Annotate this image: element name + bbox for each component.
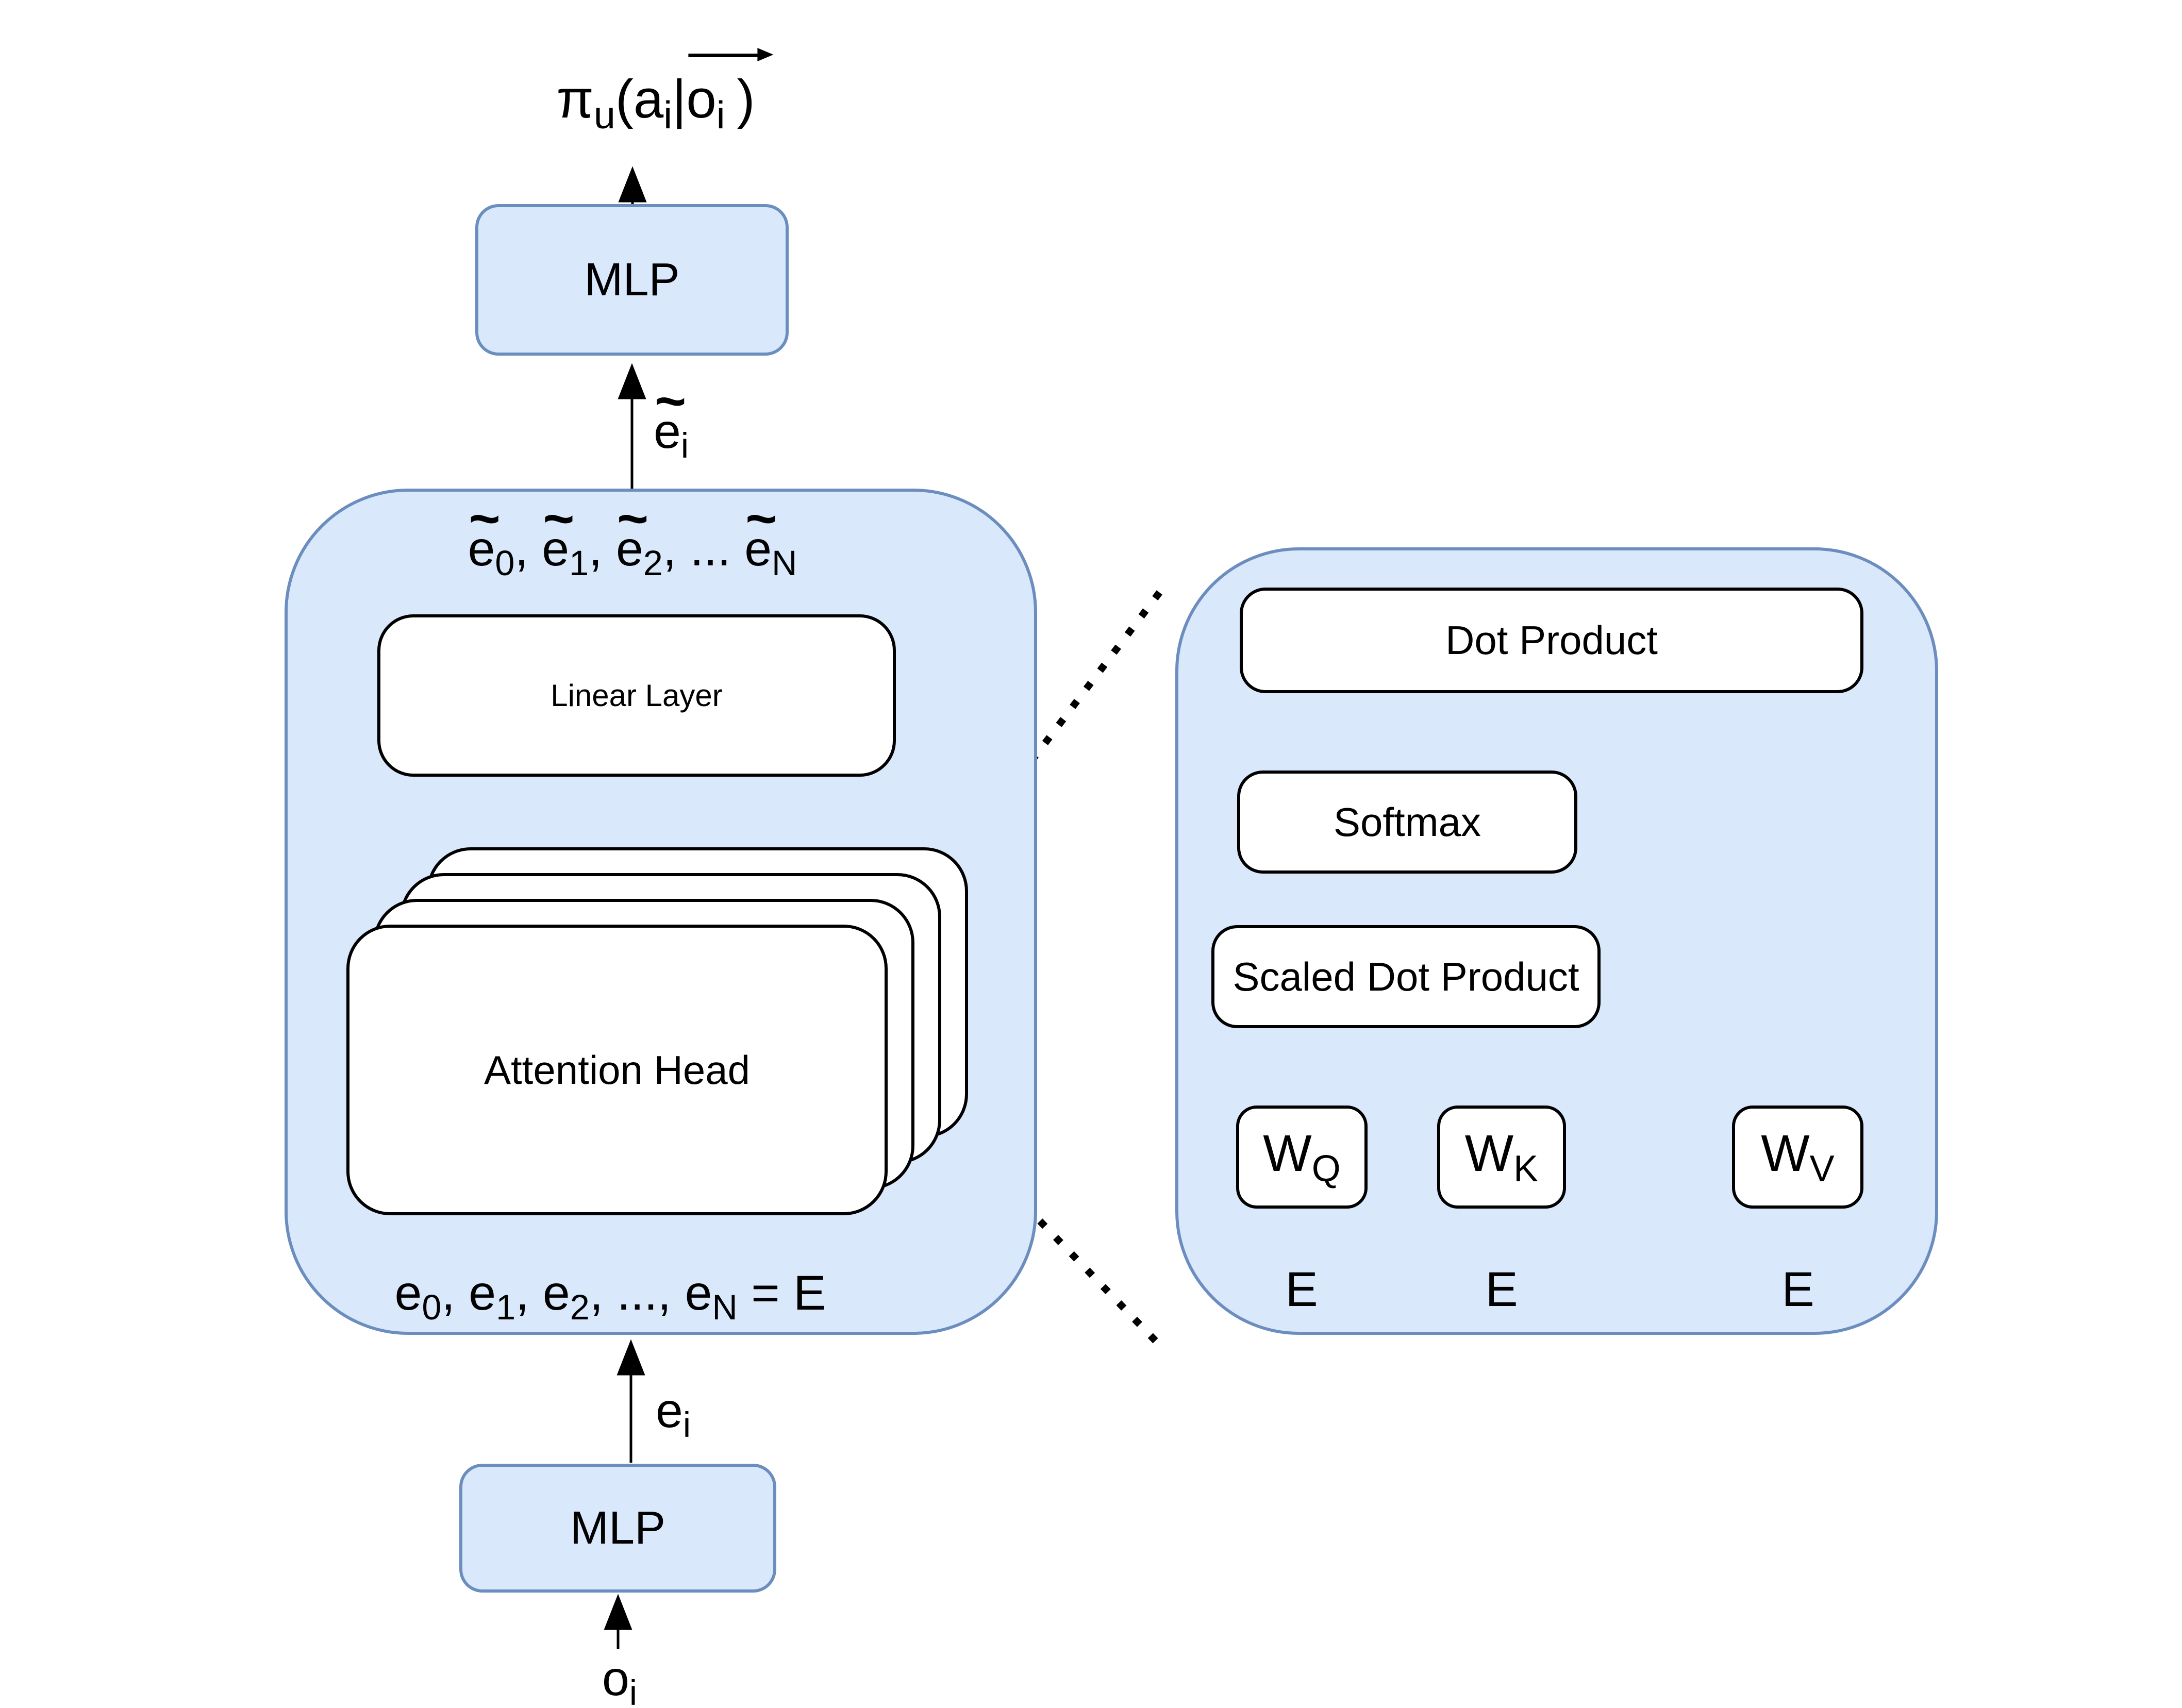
e1-base: e	[469, 1266, 496, 1320]
wq-box: WQ	[1236, 1106, 1368, 1209]
e-list: e0, e1, e2, ..., eN = E	[395, 1269, 826, 1326]
scaled-dot-product-label: Scaled Dot Product	[1232, 953, 1579, 999]
policy-formula: πu(ai|oi)	[556, 48, 774, 138]
top-mlp-label: MLP	[584, 254, 680, 306]
wv-sub: V	[1809, 1148, 1835, 1190]
e2-base: e	[542, 1266, 570, 1320]
softmax-label: Softmax	[1333, 799, 1481, 845]
dot-product-box: Dot Product	[1240, 588, 1863, 693]
dot-product-label: Dot Product	[1445, 617, 1658, 663]
ehat-i-base: e	[654, 404, 681, 459]
ehat0-base: e	[468, 522, 495, 576]
ehatN-sub: N	[772, 544, 797, 583]
wq-base: W	[1263, 1124, 1312, 1182]
ehat2-sub: 2	[643, 544, 663, 583]
o-base: o	[686, 69, 717, 129]
ehat1-base: e	[542, 522, 570, 576]
o-i-label: oi	[602, 1654, 637, 1708]
equals-E: = E	[737, 1266, 826, 1320]
tilde-icon: ~	[617, 489, 649, 549]
tilde-icon: ~	[469, 489, 501, 549]
tilde-icon: ~	[745, 489, 777, 549]
e-input-v: E	[1781, 1262, 1814, 1317]
wq-sub: Q	[1311, 1148, 1341, 1190]
wk-base: W	[1464, 1124, 1514, 1182]
vector-arrow-icon	[688, 48, 774, 62]
o-i-base: o	[602, 1651, 629, 1706]
formula-pipe: |	[672, 69, 687, 129]
ehat-ellipsis: , ...	[662, 522, 745, 576]
ehat-sep0: ,	[514, 522, 542, 576]
dotted-link-bottom	[927, 1104, 1161, 1346]
bottom-mlp-label: MLP	[570, 1502, 666, 1554]
formula-rparen: )	[737, 69, 755, 129]
eN-sub: N	[712, 1288, 738, 1328]
o-i-sub: i	[629, 1673, 638, 1708]
bottom-mlp-box: MLP	[459, 1464, 776, 1593]
softmax-box: Softmax	[1237, 771, 1577, 874]
wv-label: WV	[1761, 1124, 1834, 1190]
ehat0-sub: 0	[495, 544, 515, 583]
e-i-label: ei	[656, 1386, 691, 1443]
pi-symbol: π	[556, 69, 594, 129]
ehat-sep1: ,	[589, 522, 616, 576]
wk-label: WK	[1465, 1124, 1538, 1190]
e-sep0: ,	[441, 1266, 469, 1320]
e-i-base: e	[656, 1383, 683, 1438]
scaled-dot-product-box: Scaled Dot Product	[1211, 925, 1601, 1028]
attention-head-box-front: Attention Head	[346, 925, 888, 1215]
a-subscript: i	[663, 94, 673, 138]
attention-head-label: Attention Head	[484, 1047, 751, 1093]
linear-layer-box: Linear Layer	[377, 614, 896, 777]
tilde-icon: ~	[655, 371, 687, 432]
wk-box: WK	[1437, 1106, 1566, 1209]
ehat2-base: e	[615, 522, 643, 576]
wv-base: W	[1761, 1124, 1810, 1182]
wk-sub: K	[1513, 1148, 1539, 1190]
e2-sub: 2	[570, 1288, 590, 1328]
e-input-k: E	[1485, 1262, 1518, 1317]
ehat-i-label: ~ei	[654, 375, 689, 466]
pi-subscript: u	[593, 94, 615, 138]
linear-layer-label: Linear Layer	[551, 678, 723, 713]
formula-lparen-a: (a	[615, 69, 664, 129]
wv-box: WV	[1732, 1106, 1863, 1209]
e-input-q: E	[1285, 1262, 1318, 1317]
top-mlp-box: MLP	[475, 204, 789, 356]
e0-sub: 0	[422, 1288, 442, 1328]
e0-base: e	[394, 1266, 422, 1320]
ehat1-sub: 1	[569, 544, 589, 583]
ehatN-base: e	[744, 522, 772, 576]
ehat-i-sub: i	[680, 426, 689, 466]
observation-vector: oi	[686, 48, 774, 138]
e1-sub: 1	[496, 1288, 516, 1328]
o-subscript: i	[716, 94, 725, 138]
e-ellipsis: , ...,	[589, 1266, 685, 1320]
eN-base: e	[685, 1266, 712, 1320]
tilde-icon: ~	[543, 489, 575, 549]
e-sep1: ,	[515, 1266, 543, 1320]
ehat-list: ~e0, ~e1, ~e2, ... ~eN	[468, 492, 797, 583]
wq-label: WQ	[1263, 1124, 1340, 1190]
e-i-sub: i	[682, 1405, 691, 1445]
